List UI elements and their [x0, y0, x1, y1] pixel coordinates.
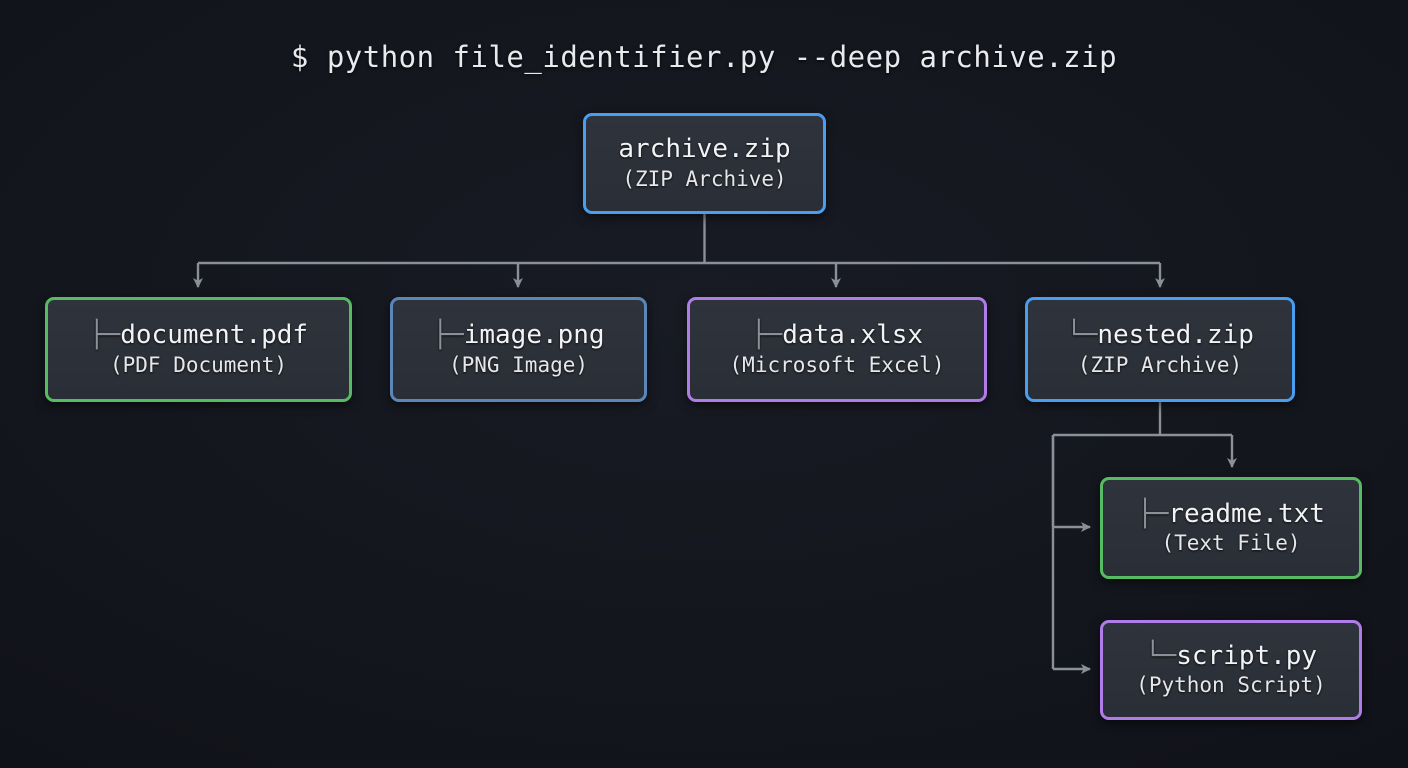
node-description: (PDF Document) — [109, 352, 287, 377]
node-description: (ZIP Archive) — [622, 166, 787, 191]
node-name: └─nested.zip — [1066, 320, 1254, 351]
node-description: (PNG Image) — [448, 352, 589, 377]
node-name: └─script.py — [1144, 640, 1318, 671]
tree-branch-glyph: ├─ — [432, 320, 464, 351]
node-document-pdf[interactable]: ├─document.pdf (PDF Document) — [45, 297, 352, 402]
node-nested-zip[interactable]: └─nested.zip (ZIP Archive) — [1025, 297, 1295, 402]
tree-branch-glyph: └─ — [1066, 320, 1098, 351]
node-readme-txt[interactable]: ├─readme.txt (Text File) — [1100, 477, 1362, 579]
tree-branch-glyph: └─ — [1144, 640, 1177, 671]
node-name: ├─readme.txt — [1137, 498, 1325, 529]
node-data-xlsx[interactable]: ├─data.xlsx (Microsoft Excel) — [687, 297, 987, 402]
command-line: $ python file_identifier.py --deep archi… — [290, 40, 1118, 74]
node-name: ├─document.pdf — [88, 320, 309, 351]
tree-branch-glyph: ├─ — [88, 320, 121, 351]
node-script-py[interactable]: └─script.py (Python Script) — [1100, 620, 1362, 720]
node-name: ├─image.png — [432, 320, 605, 351]
node-description: (Python Script) — [1136, 673, 1326, 698]
node-image-png[interactable]: ├─image.png (PNG Image) — [390, 297, 647, 402]
node-name: ├─data.xlsx — [750, 320, 924, 351]
node-description: (ZIP Archive) — [1077, 352, 1243, 377]
tree-branch-glyph: ├─ — [750, 320, 783, 351]
node-name: archive.zip — [618, 134, 791, 165]
node-description: (Text File) — [1161, 531, 1301, 556]
node-archive-zip[interactable]: archive.zip (ZIP Archive) — [583, 113, 826, 214]
node-description: (Microsoft Excel) — [729, 352, 945, 377]
tree-branch-glyph: ├─ — [1137, 498, 1169, 529]
